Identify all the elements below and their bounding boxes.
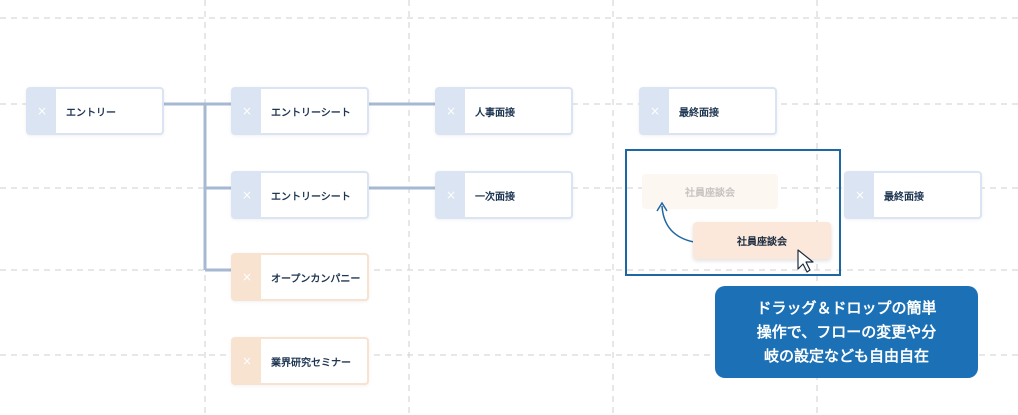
delete-icon[interactable]: × [233,89,261,133]
ghost-node-roundtable: 社員座談会 [642,174,778,209]
node-label: エントリーシート [271,191,351,203]
node-label: 最終面接 [679,107,719,119]
flow-node-entry-sheet[interactable]: × エントリーシート [231,171,369,219]
delete-icon[interactable]: × [641,89,669,133]
delete-icon[interactable]: × [437,89,465,133]
delete-icon[interactable]: × [28,89,56,133]
node-label: 最終面接 [884,191,924,203]
flow-node-hr-interview[interactable]: × 人事面接 [435,87,573,135]
flow-node-final-interview[interactable]: × 最終面接 [639,87,777,135]
drag-demo-highlight [625,149,841,276]
flow-node-first-interview[interactable]: × 一次面接 [435,171,573,219]
node-label: エントリーシート [271,107,351,119]
node-label: 一次面接 [475,191,515,203]
node-label: オープンカンパニー [271,273,361,285]
flow-node-final-interview[interactable]: × 最終面接 [844,171,982,219]
flow-node-entry-sheet[interactable]: × エントリーシート [231,87,369,135]
delete-icon[interactable]: × [233,255,261,299]
dragged-node-roundtable[interactable]: 社員座談会 [693,222,831,259]
delete-icon[interactable]: × [437,173,465,217]
flow-node-entry[interactable]: × エントリー [26,87,164,135]
delete-icon[interactable]: × [233,339,261,383]
flow-node-open-company[interactable]: × オープンカンパニー [231,253,369,301]
feature-callout: ドラッグ＆ドロップの簡単 操作で、フローの変更や分 岐の設定なども自由自在 [715,286,978,378]
callout-line: 操作で、フローの変更や分 [756,323,937,341]
delete-icon[interactable]: × [233,173,261,217]
node-label: 業界研究セミナー [271,357,351,369]
callout-line: 岐の設定なども自由自在 [763,347,929,365]
flow-node-seminar[interactable]: × 業界研究セミナー [231,337,369,385]
node-label: エントリー [66,107,116,119]
node-label: 人事面接 [475,107,515,119]
delete-icon[interactable]: × [846,173,874,217]
callout-line: ドラッグ＆ドロップの簡単 [756,299,937,317]
